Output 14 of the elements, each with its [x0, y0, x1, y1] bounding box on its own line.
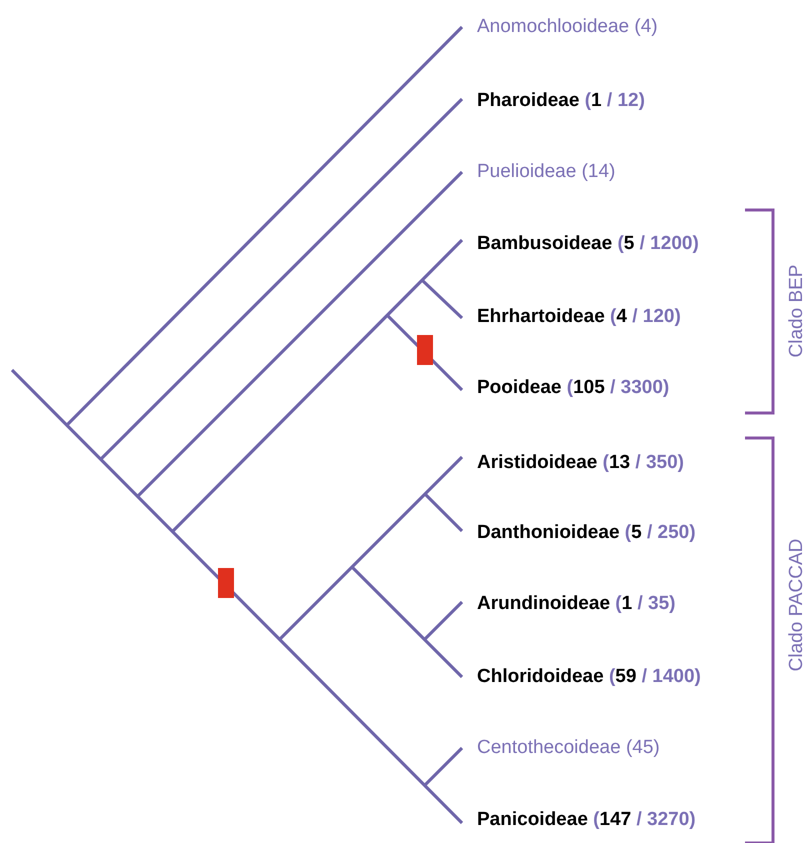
clade-label: Clado PACCAD: [786, 538, 808, 672]
taxon-label: Chloridoideae (59 / 1400): [477, 665, 701, 689]
taxon-label: Danthonioideae (5 / 250): [477, 521, 696, 545]
taxon-label: Pharoideae (1 / 12): [477, 89, 645, 113]
taxon-label: Panicoideae (147 / 3270): [477, 808, 696, 832]
taxon-label: Puelioideae (14): [477, 160, 616, 184]
taxon-label: Bambusoideae (5 / 1200): [477, 232, 699, 256]
taxon-label: Centothecoideae (45): [477, 736, 660, 760]
clade-label: Clado BEP: [786, 264, 808, 358]
taxon-label: Arundinoideae (1 / 35): [477, 592, 676, 616]
taxon-label: Ehrhartoideae (4 / 120): [477, 305, 681, 329]
taxon-label: Pooideae (105 / 3300): [477, 376, 670, 400]
taxon-label: Aristidoideae (13 / 350): [477, 451, 684, 475]
taxon-label: Anomochlooideae (4): [477, 15, 658, 39]
